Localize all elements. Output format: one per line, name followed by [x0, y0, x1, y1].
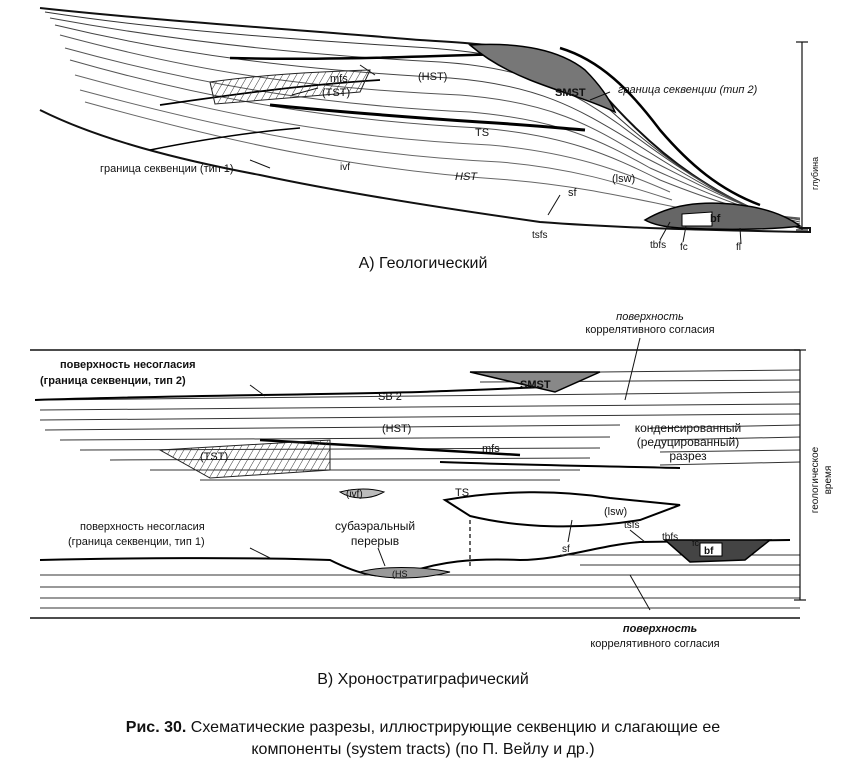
figure-caption-line-1: Рис. 30. Схематические разрезы, иллюстри… — [0, 719, 846, 737]
label-b-mfs: mfs — [482, 443, 500, 455]
label-a-axis: глубина — [810, 157, 820, 190]
label-b-sf: sf — [562, 544, 570, 555]
label-b-corr-bot-2: коррелятивного согласия — [590, 638, 719, 650]
panel-b-labels: поверхность коррелятивного согласия пове… — [40, 311, 834, 650]
label-a-tsfs: tsfs — [532, 230, 548, 241]
label-b-cond-2: (редуцированный) — [637, 435, 740, 449]
label-a-sf: sf — [568, 187, 578, 199]
panel-a-heading: А) Геологический — [359, 255, 488, 272]
figure-number: Рис. 30. — [125, 719, 187, 736]
label-a-fc: fc — [680, 242, 688, 253]
label-b-cond-1: конденсированный — [635, 421, 742, 435]
label-b-tbfs: tbfs — [662, 532, 678, 543]
label-b-sb2: SB 2 — [378, 391, 402, 403]
label-b-tsfs: tsfs — [624, 520, 640, 531]
label-a-lsw: (lsw) — [612, 173, 635, 185]
label-b-hs: (HS — [392, 569, 408, 579]
panel-b-heading: В) Хроностратиграфический — [317, 671, 529, 688]
label-b-tst: (TST) — [200, 451, 228, 463]
label-a-smst: SMST — [555, 87, 586, 99]
label-b-hst: (HST) — [382, 423, 411, 435]
label-a-sb1: граница секвенции (тип 1) — [100, 163, 234, 175]
label-b-cond-3: разрез — [669, 449, 707, 463]
label-b-sub-1: субаэральный — [335, 519, 415, 533]
label-a-bf: bf — [710, 213, 721, 225]
label-b-smst: SMST — [520, 379, 551, 391]
panel-a-diagram — [39, 7, 811, 245]
label-a-ts: TS — [475, 127, 489, 139]
label-a-tst: (TST) — [322, 87, 350, 99]
label-b-axis-2: время — [823, 466, 834, 495]
label-b-corr-top-1: поверхность — [616, 311, 684, 323]
label-b-sub-2: перерыв — [351, 534, 399, 548]
figure-caption-line-2: компоненты (system tracts) (по П. Вейлу … — [251, 741, 595, 758]
panel-b-diagram — [30, 337, 806, 619]
label-a-sb2: граница секвенции (тип 2) — [618, 84, 758, 96]
label-b-fc: fc — [692, 538, 700, 548]
label-b-ts: TS — [455, 487, 469, 499]
label-a-ivf: ivf — [340, 162, 350, 173]
label-a-fl: fl — [736, 242, 741, 253]
label-a-hst: (HST) — [418, 71, 447, 83]
label-b-corr-top-2: коррелятивного согласия — [585, 324, 714, 336]
label-b-bf: bf — [704, 546, 714, 557]
label-b-unc1-2: (граница секвенции, тип 1) — [68, 536, 205, 548]
label-b-lsw: (lsw) — [604, 506, 627, 518]
label-a-hst-plain: HST — [455, 171, 478, 183]
caption-text-1: Схематические разрезы, иллюстрирующие се… — [186, 719, 721, 736]
label-b-unc1-1: поверхность несогласия — [80, 521, 205, 533]
label-a-mfs: mfs — [330, 73, 348, 85]
label-b-unc2-2: (граница секвенции, тип 2) — [40, 375, 186, 387]
label-b-axis-1: геологическое — [810, 446, 821, 513]
label-b-corr-bot-1: поверхность — [623, 623, 697, 635]
panel-a-labels: (HST) (TST) mfs SMST TS HST ivf (lsw) sf… — [100, 71, 820, 253]
label-a-tbfs: tbfs — [650, 240, 666, 251]
label-b-ivf: (ivf) — [346, 489, 363, 500]
label-b-unc2-1: поверхность несогласия — [60, 359, 196, 371]
